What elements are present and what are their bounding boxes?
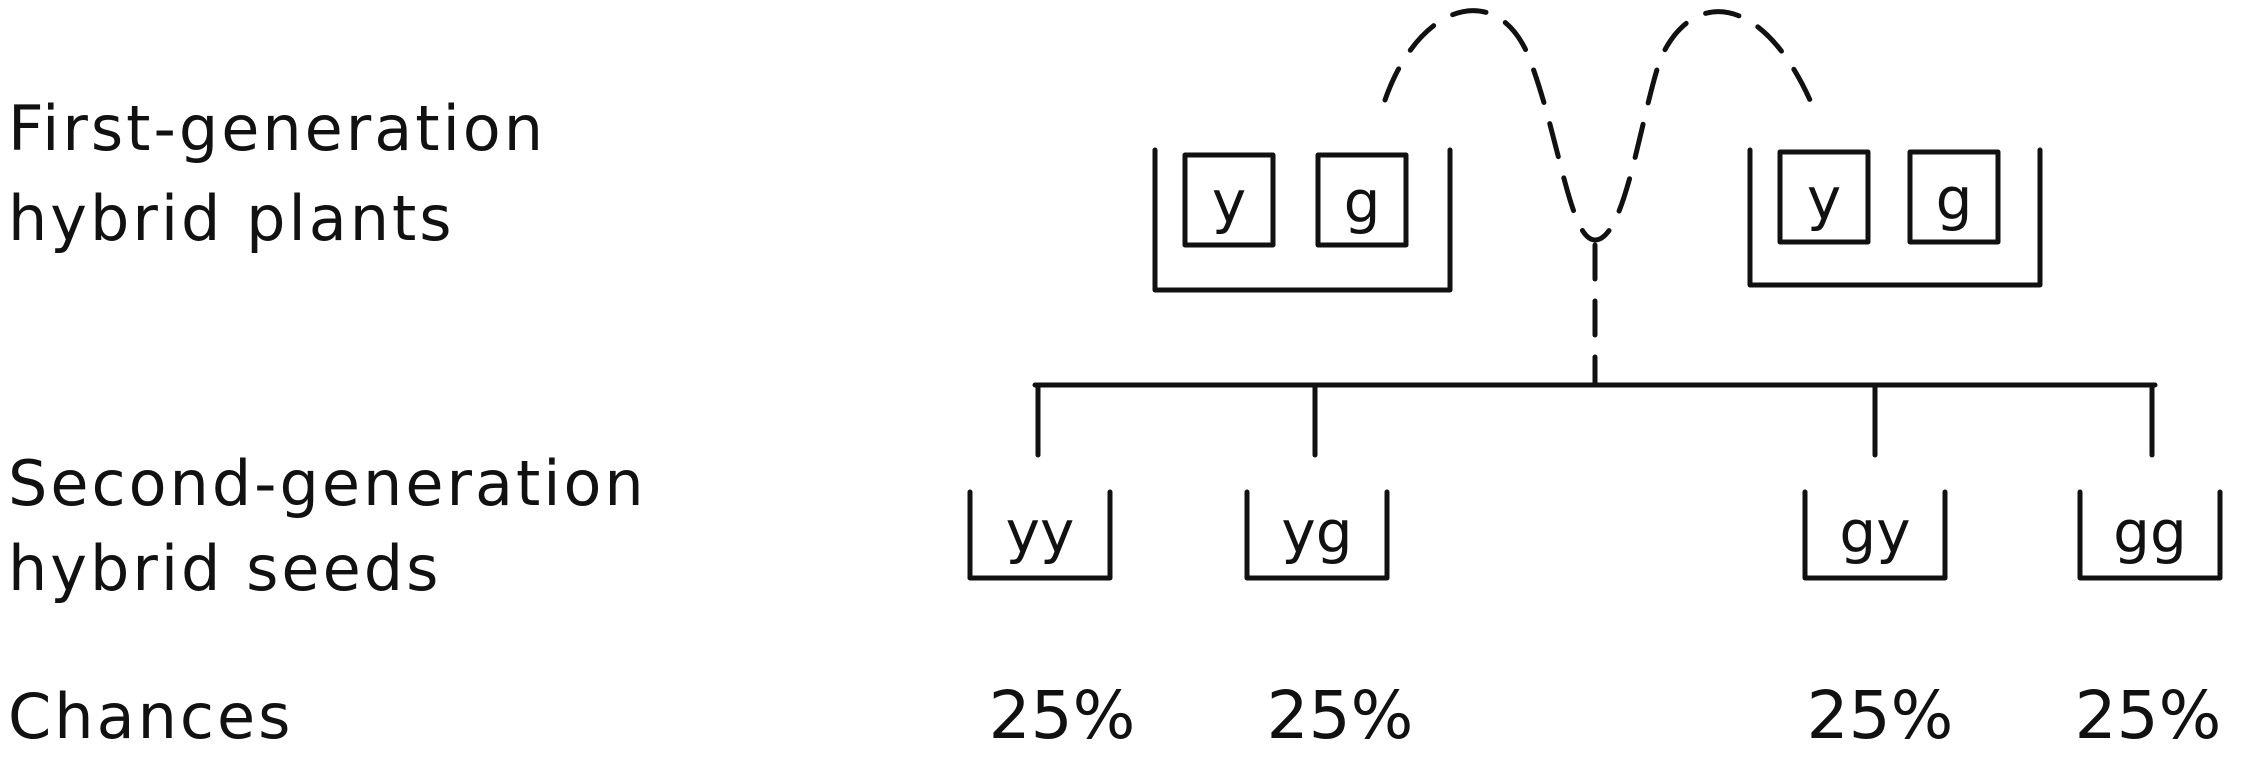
gene-box [1182, 152, 1276, 248]
offspring-seed-yg: yg [1244, 489, 1390, 581]
gene-box [1907, 149, 2001, 245]
offspring-branch-tree [1032, 382, 2158, 458]
seed-bracket [1244, 489, 1390, 581]
offspring-seed-yy: yy [967, 489, 1113, 581]
first-generation-label-line2: hybrid plants [8, 182, 455, 255]
seed-bracket [1802, 489, 1948, 581]
genotype-label: yy [1006, 498, 1075, 566]
parent-bracket [1152, 147, 1453, 293]
offspring-seed-gg: gg [2077, 489, 2223, 581]
gene-label: g [1936, 165, 1973, 233]
gene-label: y [1212, 168, 1246, 236]
parent-plant-2: y g [1747, 147, 2043, 288]
gene-label: y [1807, 165, 1841, 233]
second-generation-label-line2: hybrid seeds [8, 532, 441, 605]
genotype-label: gg [2113, 498, 2187, 566]
seed-bracket [2077, 489, 2223, 581]
seed-bracket [967, 489, 1113, 581]
chance-yy: 25% [989, 677, 1136, 754]
chance-gg: 25% [2075, 677, 2222, 754]
gene-label: g [1344, 168, 1381, 236]
gene-box [1777, 149, 1871, 245]
chance-yg: 25% [1267, 677, 1414, 754]
parent-bracket [1747, 147, 2043, 288]
offspring-seed-gy: gy [1802, 489, 1948, 581]
genotype-label: yg [1281, 498, 1352, 566]
first-generation-label-line1: First-generation [8, 92, 546, 165]
second-generation-label-line1: Second-generation [8, 447, 647, 520]
gene-box [1315, 152, 1409, 248]
parent-plant-1: y g [1152, 147, 1453, 293]
cross-curve [1382, 8, 1813, 243]
genotype-label: gy [1839, 498, 1910, 566]
chances-label: Chances [8, 680, 293, 753]
chance-gy: 25% [1807, 677, 1954, 754]
